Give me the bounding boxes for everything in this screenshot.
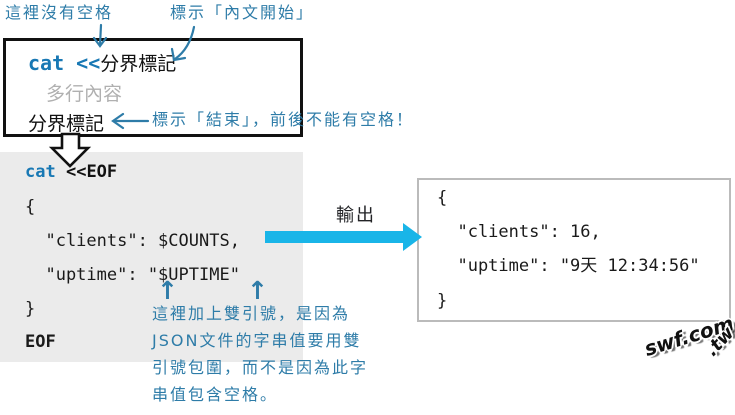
- output-line: "uptime": "9天 12:34:56": [437, 256, 700, 276]
- annotation-quotes-note-line: 串值包含空格。: [152, 385, 279, 404]
- annotation-end-marker: 標示「結束」，前後不能有空格！: [152, 110, 415, 129]
- annotation-quotes-note-line: 引號包圍，而不是因為此字: [152, 358, 369, 377]
- output-arrow-label: 輸出: [336, 205, 376, 226]
- arrow-up-icon: ↑: [247, 276, 268, 305]
- script-line: "clients": $COUNTS,: [25, 231, 240, 251]
- code-operator-heredoc: [64, 51, 76, 75]
- annotation-quotes-note: 這裡加上雙引號，是因為 JSON文件的字串值要用雙 引號包圍，而不是因為此字 串…: [152, 300, 368, 408]
- script-command-line: cat <<EOF: [25, 162, 117, 182]
- syntax-command-line: cat <<分界標記: [28, 49, 176, 76]
- code-keyword-cat: cat: [28, 51, 65, 75]
- delimiter-end-text: 分界標記: [28, 113, 105, 135]
- code-heredoc-start: <<EOF: [65, 162, 118, 182]
- script-line: }: [25, 299, 36, 319]
- script-line: "uptime": "$UPTIME": [25, 265, 240, 285]
- output-box: { "clients": 16, "uptime": "9天 12:34:56"…: [417, 178, 731, 322]
- script-box: cat <<EOF { "clients": $COUNTS, "uptime"…: [0, 152, 303, 362]
- annotation-quotes-note-line: 這裡加上雙引號，是因為: [152, 304, 351, 323]
- annotation-start-marker: 標示「內文開始」: [170, 3, 315, 22]
- syntax-box: cat <<分界標記 多行內容 分界標記: [3, 38, 303, 137]
- body-placeholder-text: 多行內容: [46, 83, 123, 105]
- heredoc-end-text: EOF: [25, 332, 56, 352]
- output-line: "clients": 16,: [437, 222, 601, 242]
- code-operator-heredoc-chevrons: <<: [76, 51, 101, 75]
- output-line: }: [437, 291, 448, 311]
- delimiter-start-text: 分界標記: [100, 53, 177, 75]
- annotation-quotes-note-line: JSON文件的字串值要用雙: [152, 331, 362, 350]
- arrow-up-icon: ↑: [157, 276, 178, 305]
- annotation-no-space: 這裡沒有空格: [5, 3, 114, 22]
- output-line: {: [437, 188, 448, 208]
- code-keyword-cat: cat: [25, 162, 56, 182]
- script-line: {: [25, 197, 36, 217]
